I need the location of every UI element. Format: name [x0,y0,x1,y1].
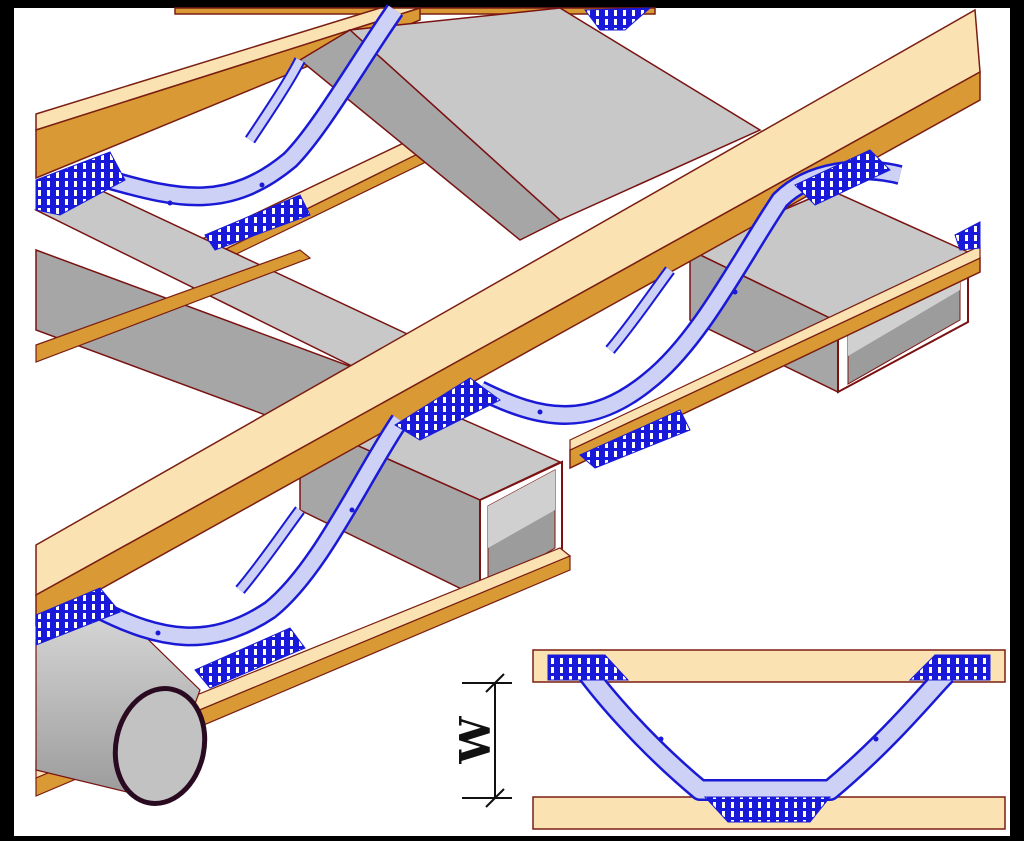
nail-plates [35,7,981,689]
metal-web-rear [107,4,404,207]
circular-duct [35,611,208,806]
web-rivets [155,182,738,636]
section-plate-bottom [703,796,832,823]
section-plate-left [547,654,630,681]
section-plate-right [908,654,991,681]
dimension-label: W [451,716,500,765]
section-detail: W [451,649,1006,830]
rectangular-duct-large [298,7,762,241]
dimension-w [462,673,512,808]
